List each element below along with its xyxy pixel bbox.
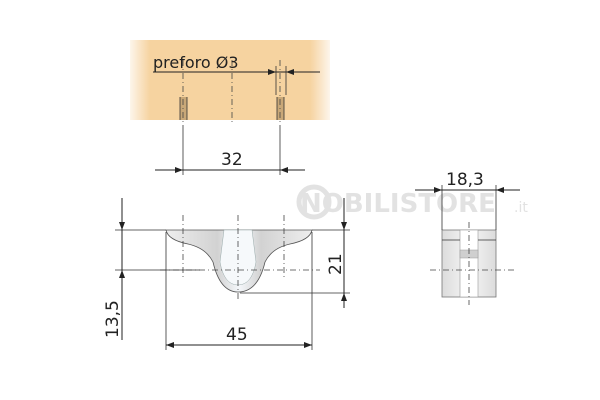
preforo-label: preforo Ø3 <box>153 53 239 72</box>
side-view-part <box>430 222 515 305</box>
dim-45-label: 45 <box>226 325 248 345</box>
dim-21-label: 21 <box>326 253 346 275</box>
hole-left <box>180 97 187 120</box>
watermark-suffix: .it <box>514 200 528 216</box>
front-view-part <box>160 215 320 300</box>
hole-right <box>277 97 284 120</box>
wood-panel <box>130 40 330 120</box>
watermark-brand: NOBILISTORE <box>300 189 496 219</box>
watermark: NOBILISTORE .it <box>296 184 528 220</box>
dimension-45: 45 <box>165 232 313 350</box>
dimension-32: 32 <box>155 125 305 175</box>
dimension-13-5: 13,5 <box>103 198 200 340</box>
dimension-18-3: 18,3 <box>415 170 520 230</box>
dimension-21: 21 <box>240 198 350 308</box>
dim-32-label: 32 <box>221 150 243 170</box>
preforo-callout: preforo Ø3 <box>153 53 320 95</box>
watermark-logo-ring <box>296 184 332 220</box>
dim-13-5-label: 13,5 <box>103 300 123 338</box>
dim-18-3-label: 18,3 <box>446 170 484 190</box>
pre-drilled-holes <box>179 97 285 120</box>
